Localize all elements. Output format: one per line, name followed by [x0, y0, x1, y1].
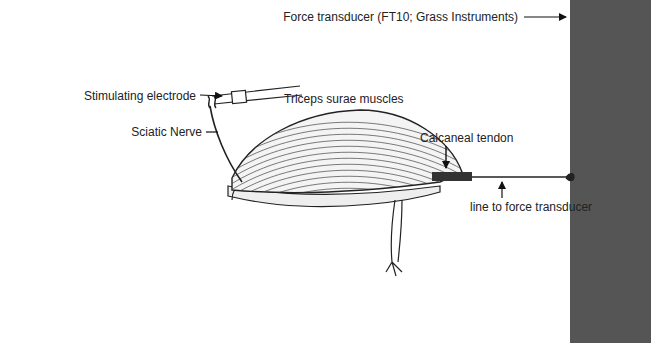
transducer-label: Force transducer (FT10; Grass Instrument…: [283, 10, 518, 24]
transducer-line: [472, 176, 566, 177]
tendon-label: Calcaneal tendon: [420, 131, 513, 145]
electrode-holder: [231, 90, 246, 103]
calcaneal-tendon: [432, 172, 472, 181]
muscle-label: Triceps surae muscles: [284, 92, 404, 106]
leader-arrow: [445, 146, 446, 168]
electrode-label: Stimulating electrode: [84, 89, 196, 103]
leader-arrow: [200, 95, 222, 96]
electrode-tips: [208, 96, 216, 108]
sciatic-nerve: [210, 106, 242, 182]
line-label: line to force transducer: [470, 200, 592, 214]
force-transducer: [570, 0, 651, 343]
hook: [566, 174, 574, 181]
leader-arrow: [501, 182, 502, 198]
nerve-label: Sciatic Nerve: [131, 125, 202, 139]
leader-line: [206, 131, 218, 132]
leader-arrow: [524, 16, 566, 17]
foot: [386, 200, 402, 276]
